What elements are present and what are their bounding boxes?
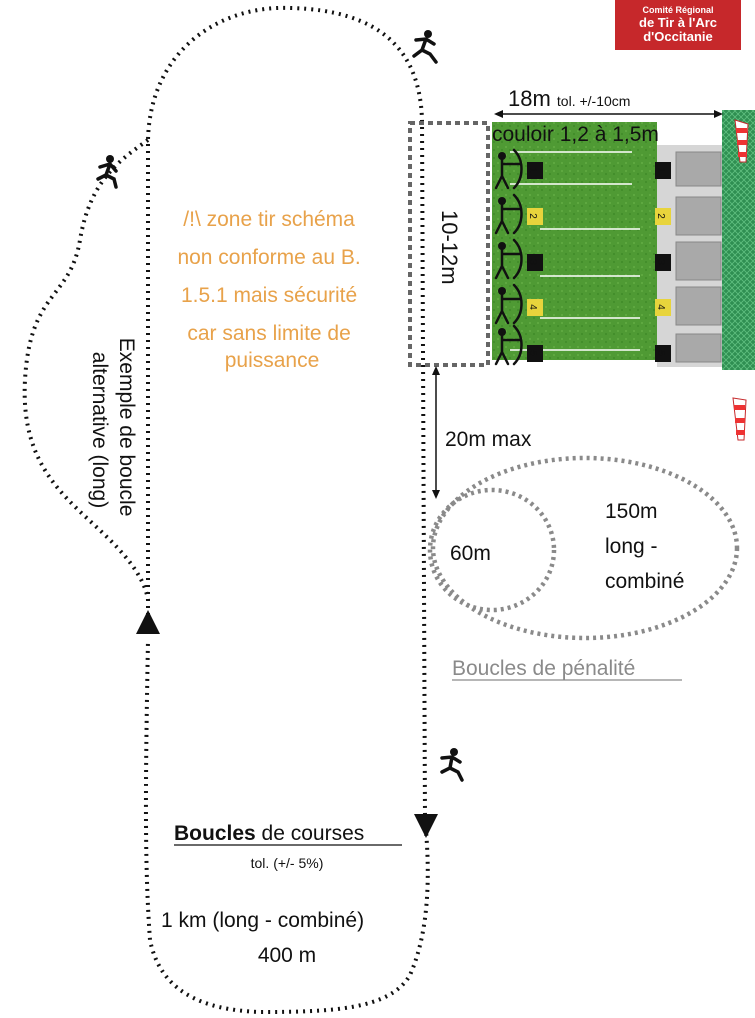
shooter-lane-plate: 3 [527, 254, 543, 271]
penalty-large-label: 150m long - combiné [605, 500, 684, 593]
target-lane-plate: 3 [655, 254, 671, 271]
arrow-down [414, 814, 438, 838]
penalty-small-label: 60m [450, 542, 491, 565]
zone-depth-label: 10-12m [437, 210, 462, 285]
penalty-loop-small [427, 487, 557, 613]
penalty-loop-large [430, 455, 740, 641]
course-short-label: 400 m [258, 944, 316, 967]
warning-text: /!\ zone tir schéma non conforme au B. 1… [177, 208, 366, 372]
archer-icons [494, 148, 523, 366]
logo-line-2: de Tir à l'Arc [639, 15, 717, 30]
runner-icon [412, 30, 438, 64]
lane-number: 3 [527, 259, 538, 265]
lane-number: 1 [527, 167, 538, 173]
max-distance-label: 20m max [445, 428, 532, 451]
lane-number: 5 [655, 350, 666, 356]
penalty-title: Boucles de pénalité [452, 657, 635, 680]
target-stands [675, 151, 722, 363]
range-length-label: 18m tol. +/-10cm [508, 86, 630, 111]
shooter-lane-plate: 1 [527, 162, 543, 179]
windsock-icon [732, 397, 747, 441]
arrow-up [136, 610, 160, 634]
lane-number: 4 [527, 304, 538, 310]
lane-number: 3 [655, 259, 666, 265]
lane-number: 2 [527, 213, 538, 219]
federation-logo: Comité Régional de Tir à l'Arc d'Occitan… [615, 0, 741, 50]
shooter-lane-plate: 5 [527, 345, 543, 362]
logo-line-3: d'Occitanie [643, 29, 713, 44]
alternative-loop-label: Exemple de boucle alternative (long) [88, 338, 138, 522]
logo-line-1: Comité Régional [642, 5, 714, 15]
course-loop-alternative [22, 138, 150, 601]
target-lane-plate: 1 [655, 162, 671, 179]
lane-number: 4 [655, 304, 666, 310]
target-lane-plate: 2 [655, 208, 671, 225]
lane-number: 2 [655, 213, 666, 219]
lane-lines [510, 151, 640, 351]
range-grass [492, 122, 657, 360]
shooter-lane-plate: 4 [527, 299, 543, 316]
target-lane-plate: 5 [655, 345, 671, 362]
target-lane-plate: 4 [655, 299, 671, 316]
runner-icon [96, 155, 118, 189]
shooting-zone [408, 121, 490, 367]
lane-number: 5 [527, 350, 538, 356]
runner-icon [440, 748, 464, 782]
lane-number: 1 [655, 167, 666, 173]
windsock-icon [734, 119, 749, 163]
course-loop-main [143, 5, 430, 1015]
course-tolerance: tol. (+/- 5%) [251, 855, 324, 871]
shooter-lane-plate: 2 [527, 208, 543, 225]
course-title: Boucles de courses [174, 822, 364, 845]
course-long-label: 1 km (long - combiné) [161, 909, 364, 932]
lane-width-label: couloir 1,2 à 1,5m [492, 123, 659, 146]
